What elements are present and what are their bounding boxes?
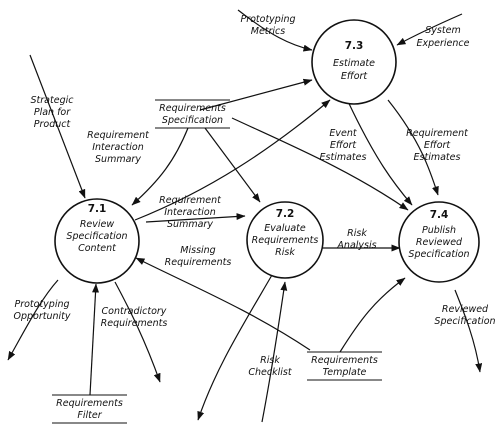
flow-label-line: Prototyping [240, 14, 295, 25]
process-name: Requirements [252, 235, 319, 246]
flow-label-missing-requirements: Missing Requirements [165, 245, 232, 268]
edge-evaluate-down [197, 274, 273, 421]
edge-estimate-to-publish-2 [387, 99, 439, 196]
flow-label-line: System [425, 25, 460, 36]
flow-label-line: Specification [434, 316, 495, 327]
process-name: Publish [422, 225, 456, 236]
edge-review-to-estimate [134, 99, 331, 221]
flow-label-line: Prototyping [14, 299, 69, 310]
flow-label-line: Requirement [159, 195, 222, 206]
edge-filter-to-review [89, 283, 100, 396]
edge-system-experience [396, 13, 463, 46]
flow-label-system-experience: System Experience [417, 25, 470, 49]
process-name: Reviewed [416, 237, 463, 248]
flow-label-risk-checklist: Risk Checklist [248, 355, 292, 378]
edge-estimate-to-publish [344, 94, 413, 206]
process-name: Specification [408, 249, 469, 260]
store-label: Filter [77, 410, 102, 421]
edge-reviewed-specification [454, 289, 483, 373]
edge-prototyping-opportunity [7, 279, 59, 361]
flow-edges [7, 9, 483, 423]
process-name: Risk [275, 247, 295, 258]
process-name: Specification [66, 231, 127, 242]
flow-label-line: Experience [417, 38, 470, 49]
flow-label-reviewed-specification: Reviewed Specification [434, 304, 495, 327]
flow-label-line: Requirements [165, 257, 232, 268]
edge-spec-to-publish [231, 117, 409, 211]
process-7-2: 7.2 Evaluate Requirements Risk [246, 201, 324, 279]
flow-label-requirement-interaction-summary-2: Requirement Interaction Summary [159, 195, 222, 230]
flow-label-line: Checklist [248, 367, 292, 378]
process-7-4: 7.4 Publish Reviewed Specification [398, 201, 480, 283]
flow-label-contradictory-requirements: Contradictory Requirements [101, 306, 168, 329]
process-7-1: 7.1 Review Specification Content [54, 198, 140, 284]
flow-label-line: Plan for [34, 107, 71, 118]
flow-label-prototyping-opportunity: Prototyping Opportunity [13, 299, 70, 322]
flow-label-line: Requirement [87, 130, 150, 141]
flow-label-line: Effort [330, 140, 358, 151]
process-name: Evaluate [264, 223, 306, 234]
flow-label-event-effort-estimates: Event Effort Estimates [320, 128, 367, 163]
edge-risk-checklist [261, 281, 288, 423]
process-name: Effort [341, 71, 369, 82]
process-number: 7.4 [430, 209, 449, 221]
flow-label-line: Requirements [101, 318, 168, 329]
store-label: Specification [162, 115, 223, 126]
process-number: 7.1 [88, 203, 107, 215]
flow-label-line: Strategic [31, 95, 75, 106]
flow-label-strategic-plan: Strategic Plan for Product [31, 95, 75, 130]
flow-label-prototyping-metrics: Prototyping Metrics [240, 14, 295, 37]
edge-template-to-review [135, 257, 311, 351]
flow-label-line: Requirement [406, 128, 469, 139]
flow-label-line: Reviewed [442, 304, 489, 315]
process-7-3: 7.3 Estimate Effort [311, 19, 397, 105]
store-label: Requirements [159, 103, 226, 114]
flow-label-line: Effort [424, 140, 452, 151]
edge-contradictory [114, 281, 161, 383]
flow-label-risk-analysis: Risk Analysis [336, 228, 376, 251]
flow-label-line: Event [329, 128, 357, 139]
process-number: 7.3 [345, 40, 364, 52]
edge-template-to-publish [339, 277, 406, 353]
flow-label-line: Risk [347, 228, 367, 239]
flow-label-line: Risk [260, 355, 280, 366]
store-requirements-filter: Requirements Filter [52, 394, 127, 424]
process-number: 7.2 [276, 208, 295, 220]
store-requirements-template: Requirements Template [307, 351, 382, 381]
flow-label-line: Analysis [336, 240, 376, 251]
edge-spec-to-evaluate [204, 127, 261, 203]
edge-spec-to-estimate [199, 78, 313, 111]
process-name: Content [78, 243, 117, 254]
flow-label-line: Product [34, 119, 72, 130]
flow-label-line: Estimates [320, 152, 367, 163]
edge-review-to-evaluate [145, 213, 246, 223]
edge-spec-to-review [131, 127, 189, 206]
flow-label-line: Interaction [92, 142, 144, 153]
edge-prototyping-metrics [237, 9, 313, 52]
flow-label-line: Estimates [414, 152, 461, 163]
flow-label-line: Summary [167, 219, 213, 230]
flow-label-line: Missing [180, 245, 215, 256]
flow-label-line: Metrics [251, 26, 286, 37]
flow-label-line: Summary [95, 154, 141, 165]
store-label: Template [323, 367, 367, 378]
flow-label-line: Interaction [164, 207, 216, 218]
flow-label-line: Contradictory [102, 306, 167, 317]
process-name: Estimate [333, 58, 375, 69]
flow-label-requirement-effort-estimates: Requirement Effort Estimates [406, 128, 469, 163]
process-name: Review [80, 219, 115, 230]
store-requirements-specification: Requirements Specification [155, 99, 230, 129]
store-label: Requirements [56, 398, 123, 409]
flow-label-requirement-interaction-summary-1: Requirement Interaction Summary [87, 130, 150, 165]
flow-label-line: Opportunity [13, 311, 70, 322]
edge-strategic-plan [29, 54, 86, 199]
store-label: Requirements [311, 355, 378, 366]
